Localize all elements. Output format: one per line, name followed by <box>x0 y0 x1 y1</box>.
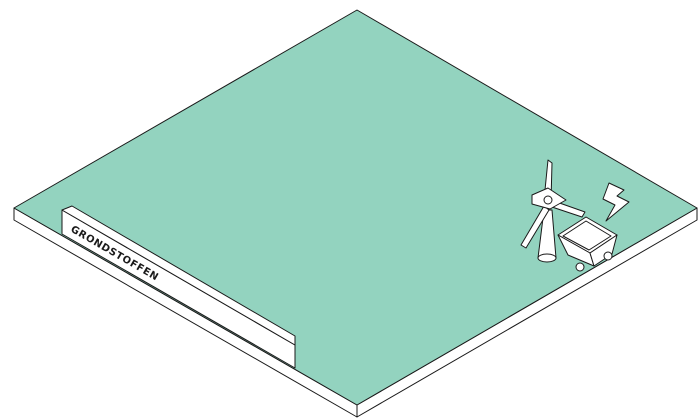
platform-top-surface <box>14 10 697 405</box>
